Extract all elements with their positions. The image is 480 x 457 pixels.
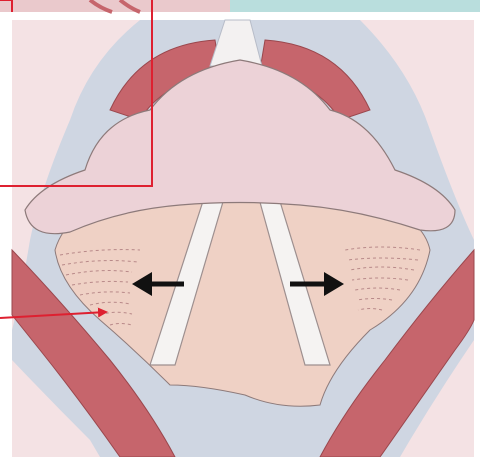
top-band-pink [0,0,230,12]
top-band [0,0,480,12]
top-band-teal [230,0,480,12]
